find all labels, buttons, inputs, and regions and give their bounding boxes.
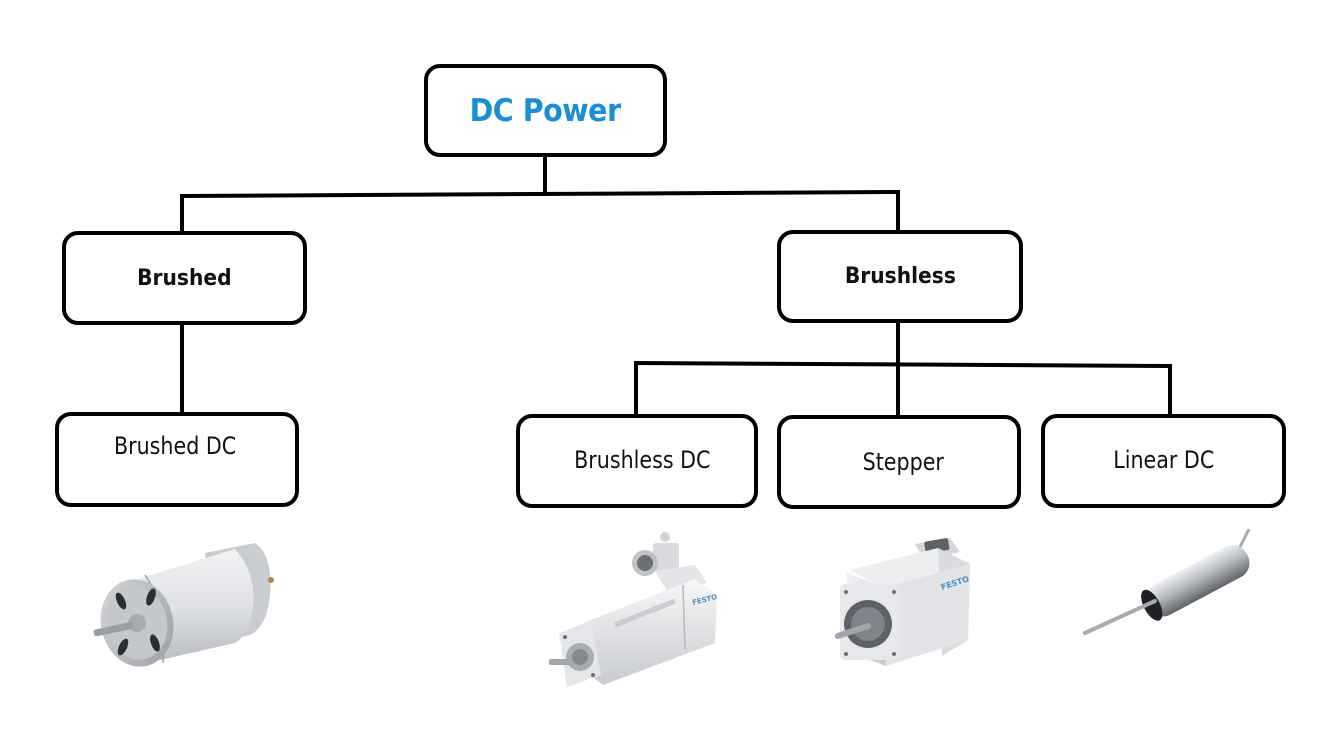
node-dc-power: DC Power: [424, 64, 667, 157]
node-brushless-label: Brushless: [844, 264, 956, 289]
stepper-motor-image: FESTO: [834, 538, 970, 666]
node-stepper: Stepper: [777, 415, 1021, 509]
node-brushed: Brushed: [62, 231, 307, 325]
brushless-dc-motor-image: FESTO: [549, 532, 718, 687]
node-brushed-dc: Brushed DC: [55, 412, 299, 507]
node-brushless-dc-label: Brushless DC: [573, 446, 711, 474]
linear-dc-motor-image: [1083, 528, 1251, 635]
node-stepper-label: Stepper: [862, 448, 944, 476]
node-brushed-dc-label: Brushed DC: [113, 432, 237, 460]
node-linear-dc-label: Linear DC: [1112, 446, 1215, 474]
brushed-dc-motor-image: [93, 543, 274, 667]
connector-level2-bar: [633, 360, 1173, 369]
node-brushless-dc: Brushless DC: [516, 414, 758, 508]
node-linear-dc: Linear DC: [1041, 414, 1286, 508]
node-dc-power-label: DC Power: [469, 92, 622, 129]
node-brushless: Brushless: [777, 230, 1023, 323]
connector-level1-bar: [179, 189, 901, 199]
node-brushed-label: Brushed: [137, 265, 232, 291]
